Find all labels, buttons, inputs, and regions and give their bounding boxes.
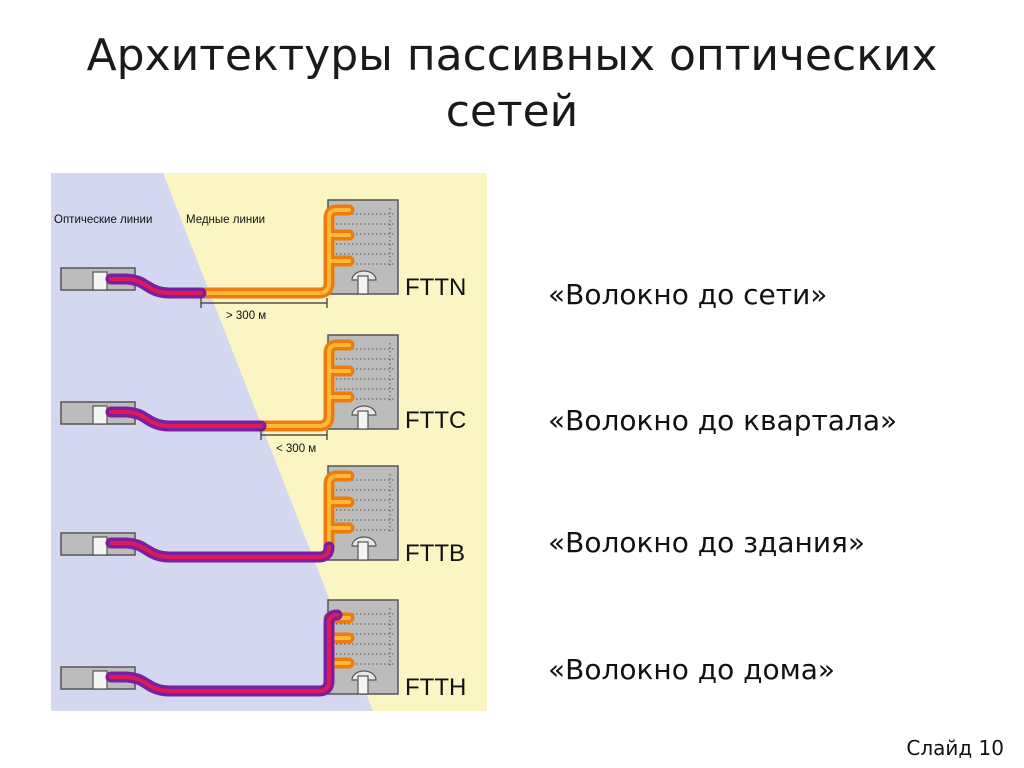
title-line-2: сетей (445, 86, 579, 137)
fttn-dimension (200, 298, 328, 308)
slide-number: Слайд 10 (906, 736, 1004, 760)
caption-ftth: «Волокно до дома» (548, 653, 836, 686)
optical-zone (51, 173, 373, 711)
fttc-cable (105, 339, 355, 432)
copper-lines-label: Медные линии (186, 214, 265, 226)
row-fttc: < 300 м FTTC (60, 334, 466, 455)
fttn-cable (105, 204, 355, 299)
caption-fttn: «Волокно до сети» (548, 278, 828, 311)
row-ftth: FTTH (60, 599, 466, 701)
slide-title: Архитектуры пассивных оптических сетей (40, 28, 984, 140)
caption-fttc: «Волокно до квартала» (548, 404, 898, 437)
title-line-1: Архитектуры пассивных оптических (86, 30, 938, 81)
ftth-code: FTTH (405, 674, 466, 701)
fttn-code: FTTN (405, 274, 466, 301)
row-fttn: > 300 м FTTN (60, 199, 466, 322)
row-fttb: FTTB (60, 465, 465, 567)
fttc-dimension (260, 430, 328, 440)
fttc-code: FTTC (405, 407, 466, 434)
fttc-distance-label: < 300 м (276, 443, 316, 455)
fttb-cable (105, 470, 355, 563)
pon-architecture-diagram: Оптические линии Медные линии > 300 м FT… (51, 173, 487, 711)
fttn-distance-label: > 300 м (226, 310, 266, 322)
ftth-cable (105, 609, 355, 697)
optical-lines-label: Оптические линии (54, 214, 152, 226)
caption-fttb: «Волокно до здания» (548, 526, 866, 559)
fttb-code: FTTB (405, 540, 465, 567)
